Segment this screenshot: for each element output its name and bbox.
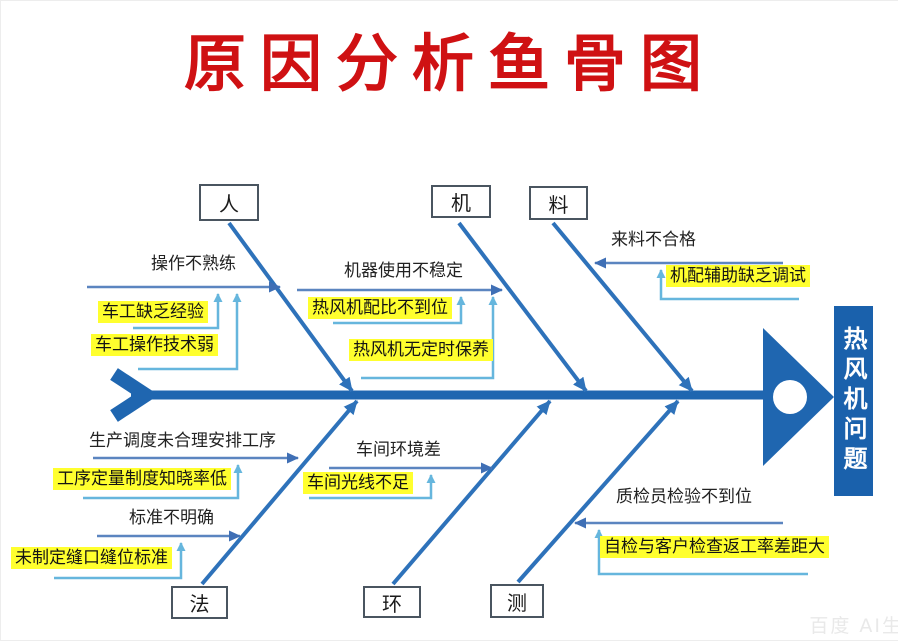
cause-label-environment-1: 车间光线不足 — [303, 472, 413, 495]
connector-method-2 — [54, 542, 186, 580]
problem-head-label: 热风机问题 — [834, 306, 873, 496]
page-title: 原因分析鱼骨图 — [183, 27, 716, 100]
category-label: 机 — [451, 191, 471, 215]
cause-label-material-1: 机配辅助缺乏调试 — [666, 265, 810, 288]
connector-method-1 — [83, 464, 243, 500]
category-label: 测 — [507, 590, 527, 615]
connector-measurement-1 — [594, 529, 808, 576]
connector-environment-1 — [309, 474, 436, 500]
category-box-environment: 环 — [363, 586, 421, 618]
branch-label-material: 来料不合格 — [611, 230, 696, 250]
branch-label-method-1: 生产调度未合理安排工序 — [89, 431, 276, 451]
head-eye — [773, 380, 807, 414]
bone-machine — [457, 221, 588, 393]
category-box-material: 料 — [529, 186, 588, 220]
cause-label-measurement-1: 自检与客户检查返工率差距大 — [600, 536, 829, 559]
cause-label-method-1: 工序定量制度知晓率低 — [53, 468, 231, 491]
tail-chevron — [110, 368, 159, 422]
category-box-measurement: 测 — [490, 584, 544, 618]
bone-person — [227, 221, 354, 393]
bone-measurement — [516, 399, 680, 584]
category-label: 法 — [189, 592, 210, 616]
cause-label-person-1: 车工缺乏经验 — [98, 301, 208, 324]
branch-label-method-2: 标准不明确 — [129, 508, 214, 528]
connector-machine-2 — [361, 296, 498, 380]
connector-person-1 — [133, 293, 223, 330]
cause-label-machine-1: 热风机配比不到位 — [308, 297, 452, 320]
bone-environment — [391, 399, 552, 586]
connector-material-1 — [656, 269, 799, 301]
connector-machine-1 — [333, 296, 466, 325]
category-label: 环 — [382, 591, 402, 616]
connector-person-2 — [138, 293, 242, 371]
category-box-method: 法 — [171, 586, 228, 619]
bone-method — [200, 399, 359, 586]
category-label: 料 — [548, 192, 569, 217]
bone-material — [551, 221, 694, 393]
category-box-machine: 机 — [431, 185, 491, 218]
cause-label-person-2: 车工操作技术弱 — [91, 334, 218, 357]
cause-label-method-2: 未制定缝口缝位标准 — [11, 547, 172, 570]
category-label: 人 — [219, 192, 239, 216]
category-box-person: 人 — [199, 184, 259, 221]
branch-label-person: 操作不熟练 — [151, 254, 236, 274]
cause-label-machine-2: 热风机无定时保养 — [349, 339, 493, 362]
branch-label-environment: 车间环境差 — [356, 440, 441, 460]
watermark-text: 百度 AI生 — [809, 615, 898, 637]
branch-label-machine: 机器使用不稳定 — [344, 261, 463, 281]
branch-label-measurement: 质检员检验不到位 — [616, 487, 752, 507]
